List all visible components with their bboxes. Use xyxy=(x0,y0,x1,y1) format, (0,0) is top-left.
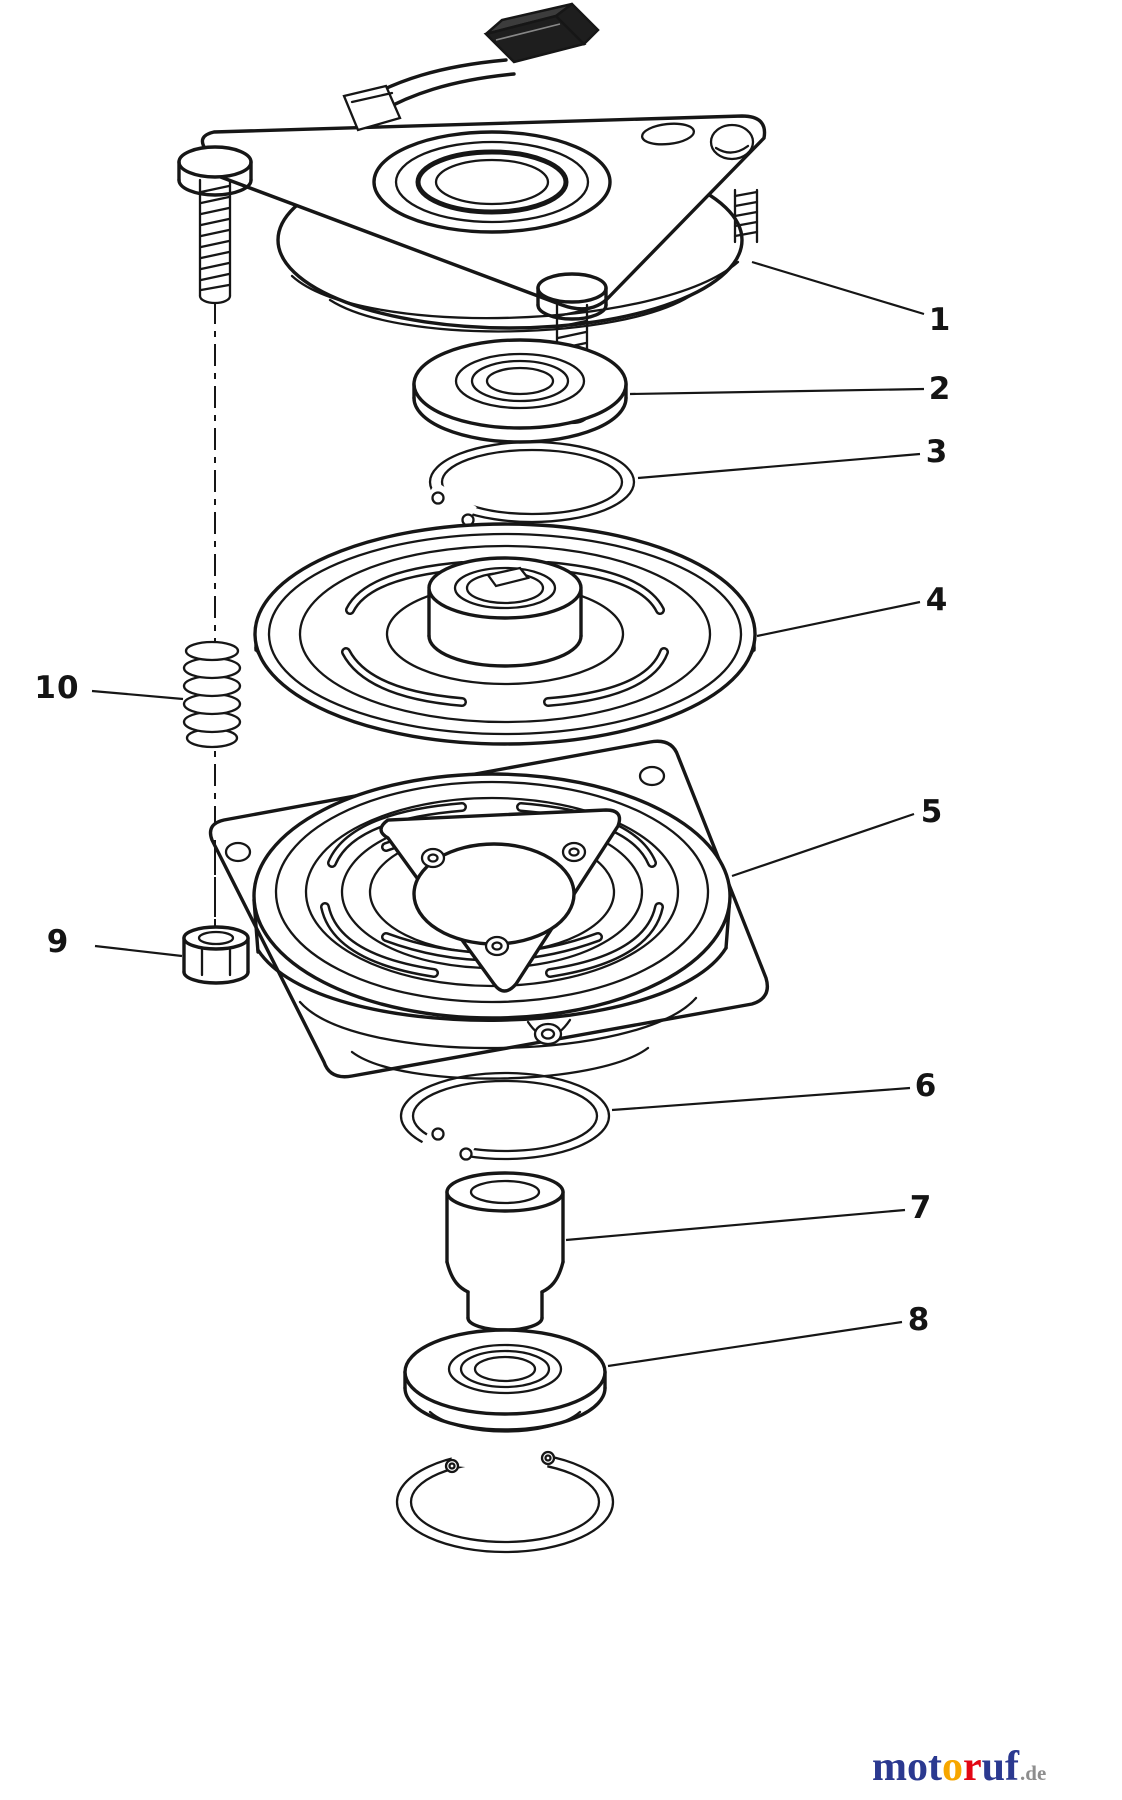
callout-4: 4 xyxy=(925,582,949,618)
logo-letter: m xyxy=(872,1744,907,1790)
leader-line-8 xyxy=(607,1320,903,1368)
callout-7: 7 xyxy=(909,1190,933,1226)
spacer-part-7 xyxy=(445,1171,565,1332)
keyway xyxy=(486,566,531,588)
leader-line-9 xyxy=(94,944,183,958)
spring-part-10 xyxy=(182,640,242,749)
callout-10: 10 xyxy=(34,670,80,706)
snap-ring-part-3 xyxy=(419,440,636,535)
logo-letter: f xyxy=(1005,1744,1020,1790)
bearing-part-2 xyxy=(412,338,628,444)
leader-line-1 xyxy=(751,260,925,316)
logo-letter: o xyxy=(907,1744,928,1790)
callout-5: 5 xyxy=(920,794,944,830)
leader-line-4 xyxy=(756,600,921,638)
plate-corner-rivet xyxy=(709,123,755,161)
callout-1: 1 xyxy=(928,302,952,338)
logo-letter: o xyxy=(942,1744,963,1790)
callout-6: 6 xyxy=(914,1068,938,1104)
leader-line-10 xyxy=(91,689,184,701)
armature-ring xyxy=(372,130,612,234)
leader-lines xyxy=(91,260,925,1368)
callout-9: 9 xyxy=(46,924,70,960)
rotor-pulley-part-4 xyxy=(253,522,757,746)
electrical-connector xyxy=(342,2,600,132)
leader-line-6 xyxy=(611,1086,911,1112)
leader-line-3 xyxy=(637,452,921,480)
logo-letter: u xyxy=(981,1744,1006,1790)
rotor-hub xyxy=(427,556,583,668)
logo-letter: t xyxy=(928,1744,942,1790)
leader-line-2 xyxy=(629,387,925,396)
logo-word: motoruf xyxy=(872,1744,1019,1790)
bolt-center xyxy=(536,272,608,425)
logo-suffix: .de xyxy=(1020,1761,1047,1785)
callout-2: 2 xyxy=(928,371,952,407)
bearing-part-8 xyxy=(403,1328,607,1433)
snap-ring-part-6 xyxy=(399,1071,611,1171)
nut-part-9 xyxy=(182,925,250,985)
wire-terminal xyxy=(342,84,402,132)
brand-logo: motoruf.de xyxy=(872,1746,1046,1788)
clutch-plate-part-5 xyxy=(208,739,770,1080)
bottom-snap-ring xyxy=(395,1437,615,1554)
leader-line-7 xyxy=(565,1208,906,1242)
callout-8: 8 xyxy=(907,1302,931,1338)
callout-3: 3 xyxy=(925,434,949,470)
logo-letter: r xyxy=(963,1744,982,1790)
leader-line-5 xyxy=(731,812,915,878)
bolt-left xyxy=(177,145,253,305)
plate-slot-hole xyxy=(640,122,696,146)
